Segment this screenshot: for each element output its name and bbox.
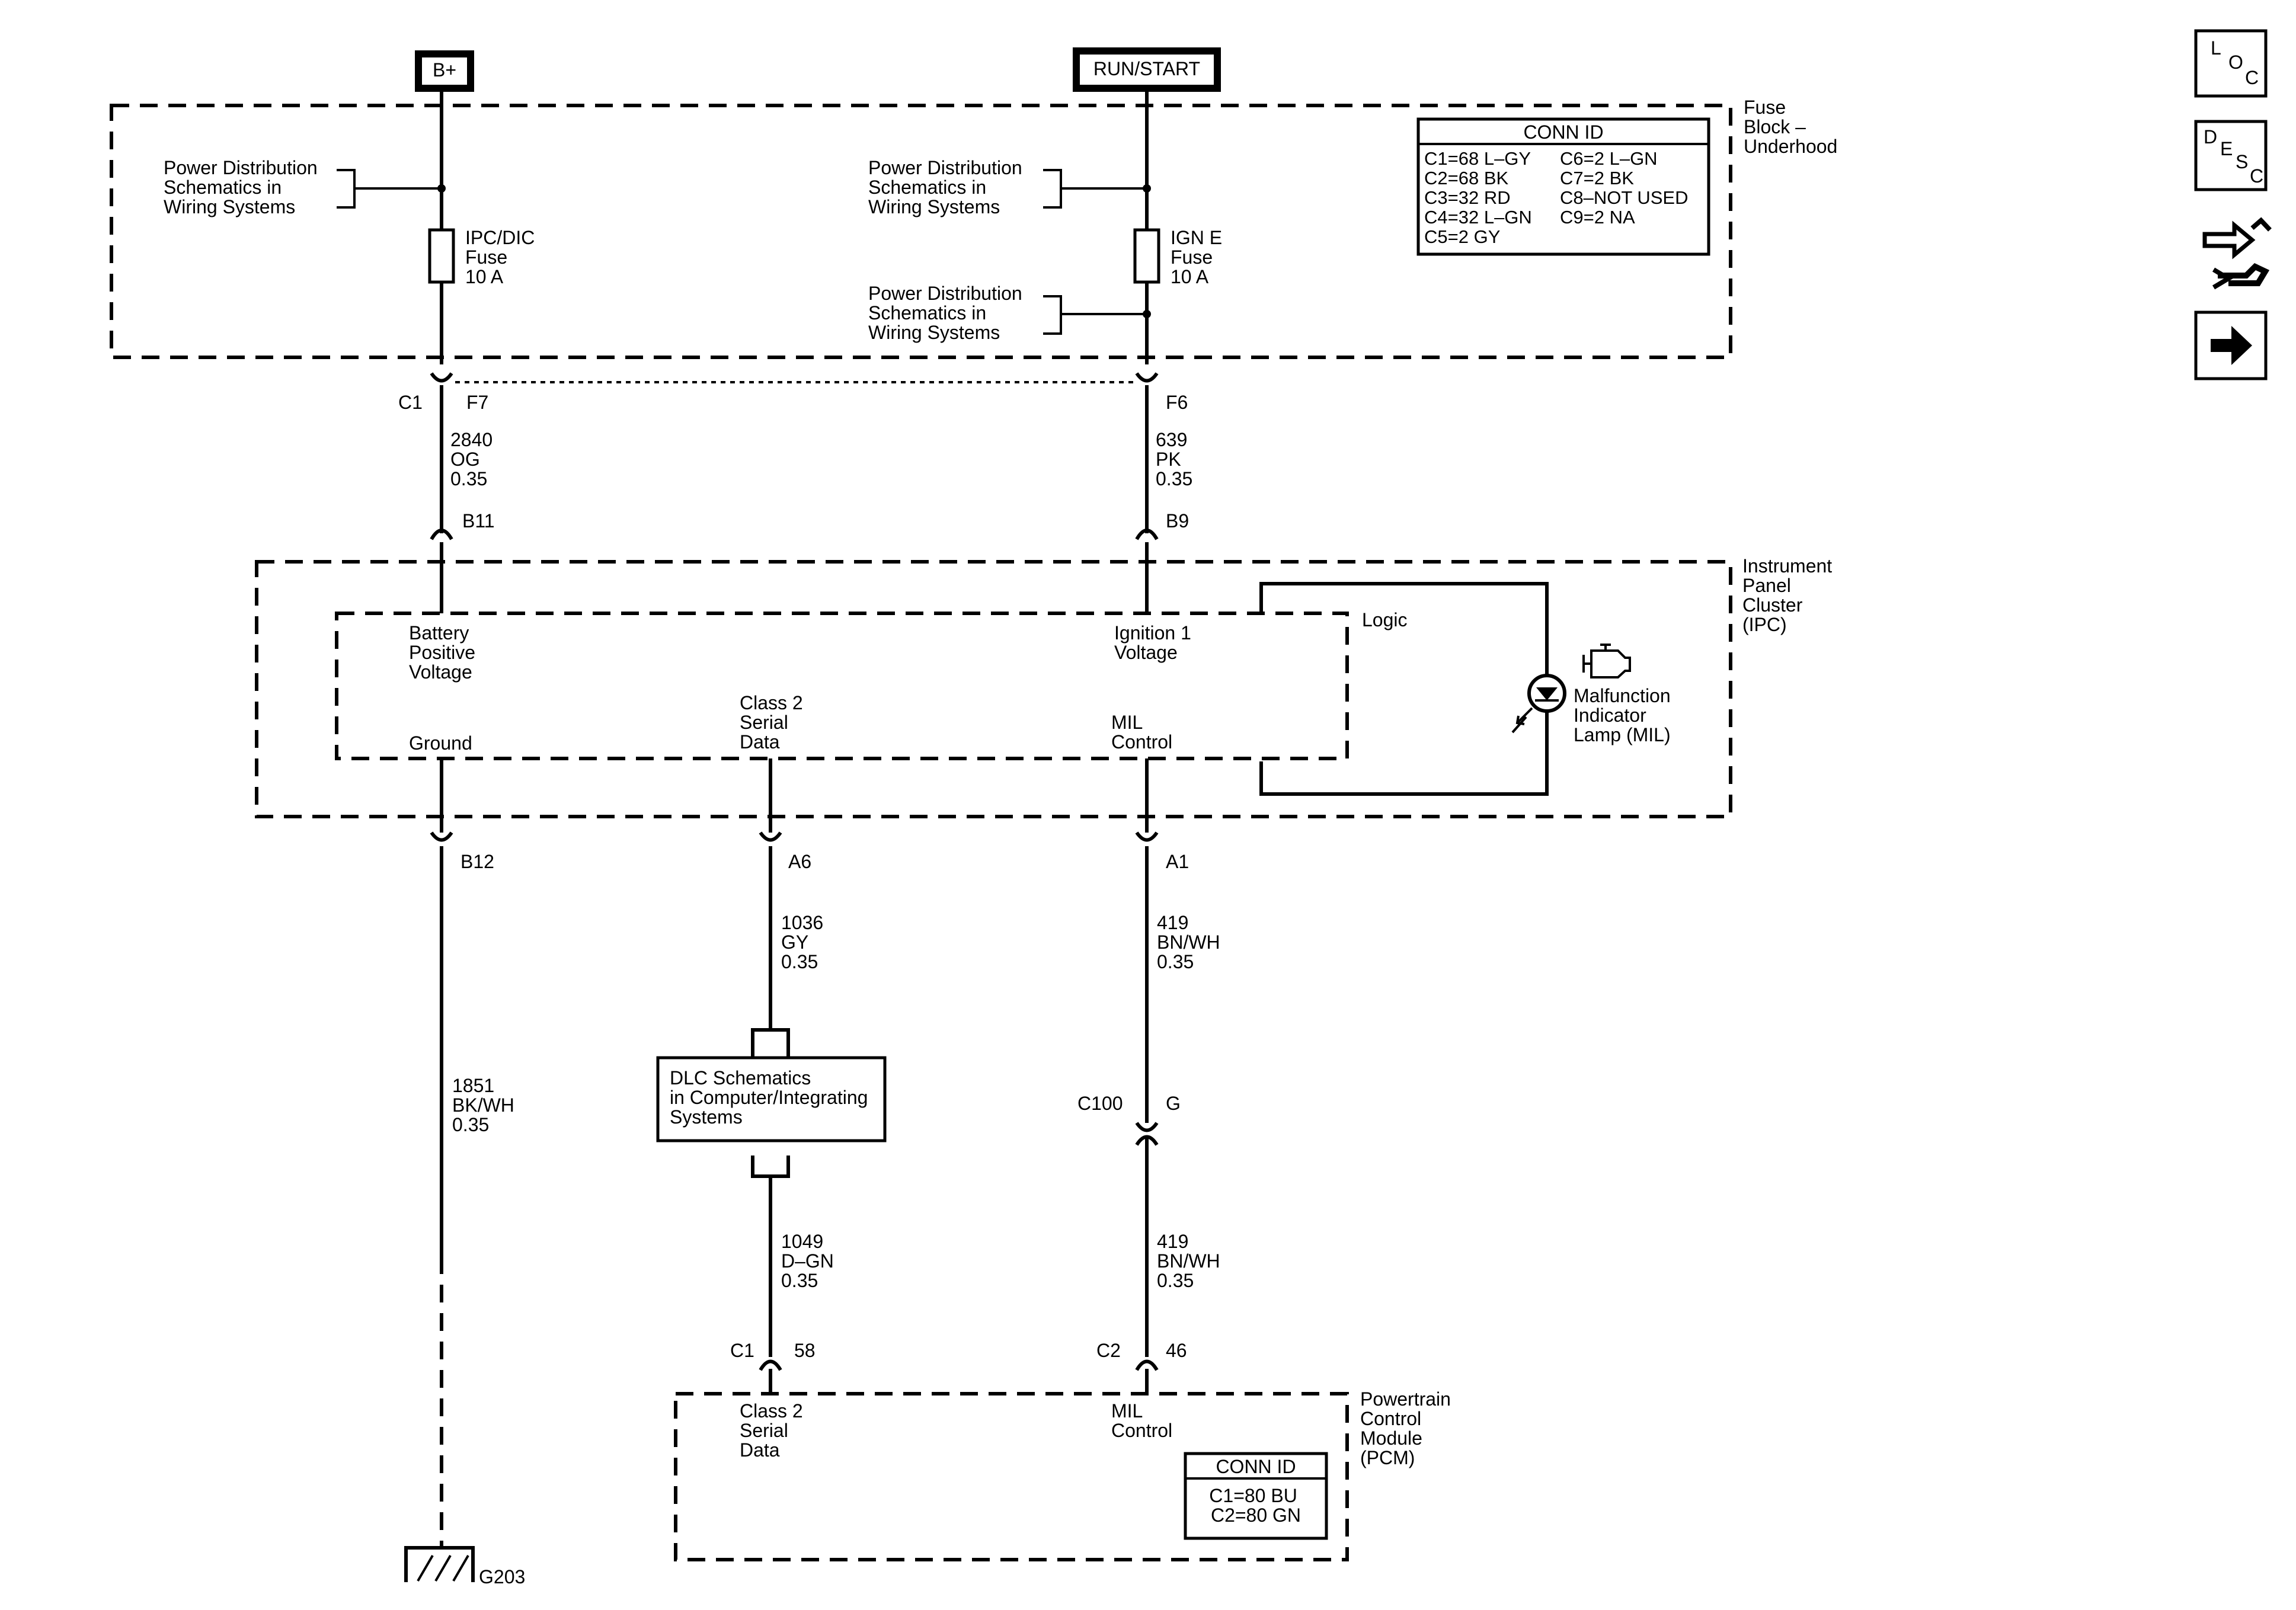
wire-639-label: 639 PK 0.35	[1156, 429, 1192, 489]
pin-f6-label: F6	[1166, 392, 1188, 413]
power-dist-ref-right-2: Power Distribution Schematics in Wiring …	[868, 283, 1028, 343]
svg-text:E: E	[2220, 138, 2233, 159]
ipc-title: Instrument Panel Cluster (IPC)	[1742, 555, 1837, 635]
svg-text:C: C	[2250, 165, 2263, 187]
wire-2840-label: 2840 OG 0.35	[450, 429, 498, 489]
svg-text:C: C	[2245, 67, 2259, 88]
connector-c1-f7	[430, 372, 453, 383]
pcm-c1-label: C1	[730, 1340, 754, 1361]
ipc-ground-label: Ground	[409, 732, 472, 754]
connector-pcm-c1	[759, 1359, 782, 1371]
connector-b12	[430, 831, 453, 842]
ipc-class2-label: Class 2 Serial Data	[740, 692, 808, 753]
desc-button[interactable]: D E S C	[2194, 120, 2268, 191]
fuse-block-outline	[110, 104, 1732, 359]
ign-e-fuse	[1133, 228, 1160, 284]
connector-c100	[1135, 1122, 1159, 1132]
power-dist-ref-left: Power Distribution Schematics in Wiring …	[164, 157, 323, 217]
ipc-outline	[255, 560, 1732, 818]
pcm-title: Powertrain Control Module (PCM)	[1360, 1388, 1456, 1468]
pcm-outline	[674, 1392, 1349, 1561]
wire-1851-label: 1851 BK/WH 0.35	[452, 1075, 520, 1135]
wire-419-upper-label: 419 BN/WH 0.35	[1157, 912, 1226, 972]
pin-58-label: 58	[794, 1340, 816, 1361]
mil-lamp-label: Malfunction Indicator Lamp (MIL)	[1574, 685, 1676, 745]
wire-1049-label: 1049 D–GN 0.35	[781, 1231, 839, 1291]
pcm-c2-label: C2	[1096, 1340, 1121, 1361]
ipc-dic-fuse	[428, 228, 455, 284]
ipc-logic-label: Logic	[1362, 609, 1408, 630]
connector-a6	[759, 831, 782, 842]
wire-1036-label: 1036 GY 0.35	[781, 912, 829, 972]
connector-b11	[430, 529, 453, 540]
svg-text:C1=80 BU C2=80 GN: C1=80 BU C2=80 GN	[1209, 1485, 1302, 1526]
svg-text:CONN ID: CONN ID	[1523, 121, 1603, 143]
connector-b9	[1135, 529, 1159, 540]
connector-a1	[1135, 831, 1159, 842]
right-arrow-icon	[2211, 326, 2252, 365]
svg-text:L: L	[2211, 37, 2221, 59]
pcm-conn-id-table: CONN ID C1=80 BU C2=80 GN	[1184, 1452, 1328, 1540]
ground-g203-icon	[404, 1546, 475, 1582]
pin-b9-label: B9	[1166, 510, 1189, 532]
connector-pcm-c2	[1135, 1359, 1159, 1371]
ground-g203-label: G203	[479, 1566, 525, 1587]
connector-wrench-icon-button[interactable]	[2202, 217, 2272, 290]
pin-a1-label: A1	[1166, 851, 1189, 872]
svg-text:C1=68 L–GY C2=68 BK: C1=68 L–GY C2=68 BK C3=32 RD C4=32 L–GN …	[1424, 148, 1537, 247]
svg-text:S: S	[2236, 151, 2248, 172]
connector-c1-f6	[1135, 372, 1159, 383]
svg-text:DLC Schematics in Comput: DLC Schematics in Computer/Integrating S…	[670, 1067, 873, 1128]
wire-419-lower-label: 419 BN/WH 0.35	[1157, 1231, 1226, 1291]
ipc-dic-fuse-label: IPC/DIC Fuse 10 A	[465, 227, 540, 287]
pin-46-label: 46	[1166, 1340, 1187, 1361]
bplus-label: B+	[433, 59, 456, 81]
connector-c1-label: C1	[398, 392, 423, 413]
pcm-mil-control-label: MIL Control	[1111, 1400, 1172, 1441]
pin-a6-label: A6	[788, 851, 811, 872]
pin-g-label: G	[1166, 1093, 1181, 1114]
mil-lamp	[1511, 674, 1566, 734]
dlc-reference-box: DLC Schematics in Computer/Integrating S…	[656, 1056, 887, 1142]
loc-button[interactable]: L O C	[2194, 29, 2268, 98]
ipc-mil-control-label: MIL Control	[1111, 712, 1172, 753]
svg-text:D: D	[2204, 126, 2217, 148]
next-arrow-button[interactable]	[2194, 311, 2268, 380]
ign-e-fuse-label: IGN E Fuse 10 A	[1171, 227, 1227, 287]
engine-icon	[1582, 644, 1631, 678]
ipc-logic-outline	[335, 612, 1349, 760]
runstart-source: RUN/START	[1073, 47, 1221, 92]
ipc-ignition-voltage-label: Ignition 1 Voltage	[1114, 622, 1197, 663]
connector-c100-label: C100	[1077, 1093, 1123, 1114]
power-dist-ref-right-1: Power Distribution Schematics in Wiring …	[868, 157, 1028, 217]
svg-text:CONN ID: CONN ID	[1216, 1456, 1296, 1477]
runstart-label: RUN/START	[1093, 58, 1200, 79]
fuse-block-title: Fuse Block – Underhood	[1744, 97, 1837, 157]
pcm-class2-label: Class 2 Serial Data	[740, 1400, 808, 1461]
svg-text:O: O	[2228, 52, 2243, 73]
fuse-block-conn-id-table: CONN ID C1=68 L–GY C2=68 BK C3=32 RD C4=…	[1416, 117, 1710, 256]
ipc-battery-voltage-label: Battery Positive Voltage	[409, 622, 481, 683]
pin-f7-label: F7	[466, 392, 488, 413]
svg-text:C6=2 L–GN C7=2 BK: C6=2 L–GN C7=2 BK C8–NOT USED C9=2 NA	[1560, 148, 1693, 228]
pin-b12-label: B12	[461, 851, 494, 872]
pin-b11-label: B11	[462, 510, 495, 532]
bplus-source: B+	[415, 50, 474, 92]
